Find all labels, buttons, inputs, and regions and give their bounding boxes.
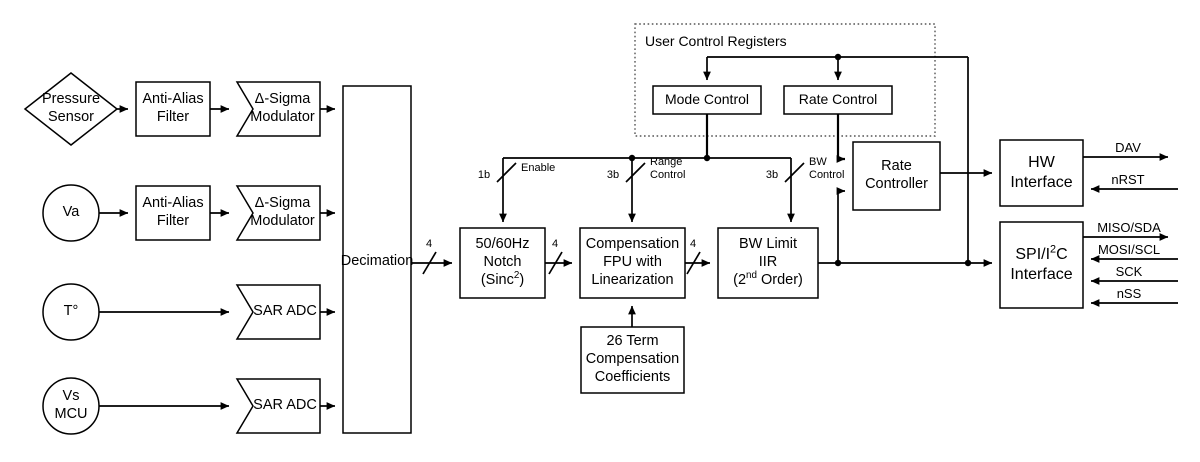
sar-adc-2-shape: [235, 378, 321, 434]
bw-limit-shape: [717, 227, 819, 299]
delta-sigma-modulator-2-shape: [235, 185, 321, 241]
coefficients-shape: [580, 326, 685, 394]
rate-control-shape: [783, 85, 893, 115]
anti-alias-filter-2-shape: [135, 185, 211, 241]
wire-bwlimit-to-rate-controller: [836, 187, 846, 263]
rate-controller-shape: [852, 141, 941, 211]
bus-slash-decim-out: [422, 251, 437, 275]
delta-sigma-modulator-1-shape: [235, 81, 321, 137]
va-shape: [42, 184, 100, 242]
pressure-sensor-shape: [23, 72, 119, 146]
bus-slash-bw: [784, 162, 805, 183]
wire-rate-control-to-controller: [836, 114, 846, 163]
sar-adc-1-shape: [235, 284, 321, 340]
bus-slash-enable: [496, 162, 517, 183]
bus-slash-range: [625, 162, 646, 183]
notch-shape: [459, 227, 546, 299]
anti-alias-filter-1-shape: [135, 81, 211, 137]
spi-i2c-interface-shape: [999, 221, 1084, 309]
junction-mode-bus: [703, 154, 711, 162]
compensation-fpu-shape: [579, 227, 686, 299]
bus-slash-fpu-out: [686, 251, 701, 275]
decimation-shape: [342, 85, 412, 434]
temperature-shape: [42, 283, 100, 341]
vs-mcu-shape: [42, 377, 100, 435]
junction-spi-feedback: [964, 259, 972, 267]
mode-control-shape: [652, 85, 762, 115]
user-control-registers-group: [634, 23, 936, 137]
hw-interface-shape: [999, 139, 1084, 207]
bus-slash-notch-out: [548, 251, 563, 275]
junction-register-feed: [834, 53, 842, 61]
